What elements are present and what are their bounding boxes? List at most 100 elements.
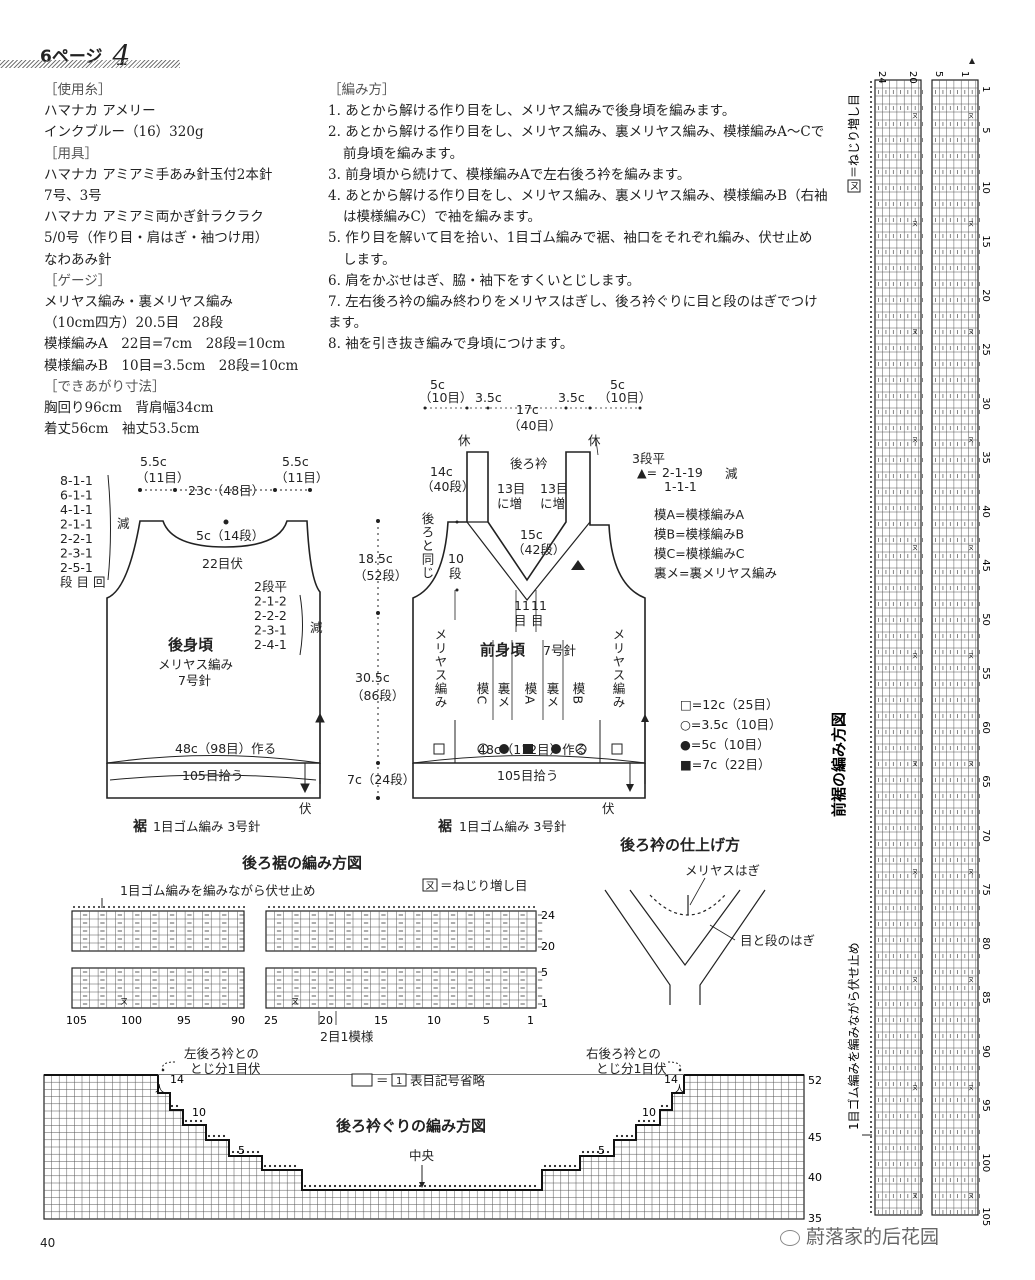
- instruction-step: 8. 袖を引き抜き編みで身頃につけます。: [328, 334, 828, 355]
- back-hem-col-label: 90: [231, 1014, 245, 1027]
- mid-a1: 11: [514, 598, 530, 613]
- front-hem-label: 1目ゴム編み 3号針: [459, 819, 567, 834]
- front-hem-row-label: 105: [980, 1207, 991, 1226]
- front-top-r-st: （10目）: [598, 390, 651, 405]
- front-side-left: メリヤス編み: [433, 628, 448, 709]
- neck-right-note-1: 右後ろ衿との: [586, 1046, 661, 1061]
- back-hem-row-label: 5: [541, 966, 548, 979]
- gauge-line: メリヤス編み・裏メリヤス編み: [44, 294, 233, 311]
- neck-step-label-l: 5: [238, 1144, 245, 1157]
- collar-finish-l2: 目と段のはぎ: [740, 933, 815, 948]
- svg-text:ㄡ: ㄡ: [968, 545, 974, 552]
- svg-text:人: 人: [155, 1084, 164, 1095]
- back-hem-col-label: 25: [264, 1014, 278, 1027]
- size-line: 胸回り96cm 背肩幅34cm: [44, 400, 214, 417]
- back-hem-bold: 裾: [133, 818, 147, 835]
- armhole-dec-row: 4-1-1: [60, 502, 93, 517]
- armhole-dec-row: 6-1-1: [60, 488, 93, 503]
- tools-title: ［用具］: [44, 145, 98, 162]
- instruction-step: 6. 肩をかぶせはぎ、脇・袖下をすくいとじします。: [328, 271, 828, 292]
- back-hem-col-label: 1: [527, 1014, 534, 1027]
- neck-right-note-2: とじ分1目伏: [596, 1061, 667, 1076]
- neck-left-note-2: とじ分1目伏: [190, 1061, 261, 1076]
- back-hem-col-label: 95: [177, 1014, 191, 1027]
- svg-text:ㄡ: ㄡ: [968, 653, 974, 660]
- side-dec-row: 2-4-1: [254, 637, 287, 652]
- step-number: 6.: [328, 272, 341, 289]
- mid-b1: 11: [531, 598, 547, 613]
- yarn-line: インクブルー（16）320g: [44, 124, 204, 141]
- size-line: 着丈56cm 袖丈53.5cm: [44, 421, 200, 438]
- back-hem-row-label: 20: [541, 940, 555, 953]
- front-hem-symbol: ＝ねじり増し目: [847, 94, 861, 178]
- svg-text:ㄡ: ㄡ: [968, 1085, 974, 1092]
- collar-height-rows: （40段）: [421, 479, 474, 494]
- front-hem-top-label: 5: [933, 71, 944, 77]
- back-body-title: 後身頃: [167, 636, 214, 654]
- svg-text:ㄡ: ㄡ: [912, 1193, 918, 1200]
- svg-text:人: 人: [675, 1084, 684, 1095]
- legend-abbrev: 模A=模様編みA: [654, 507, 745, 522]
- watermark-text: 蔚落家的后花园: [806, 1226, 940, 1248]
- back-hem-grid: [71, 910, 245, 952]
- watermark: 蔚落家的后花园: [780, 1222, 939, 1249]
- side-dec-label: 減: [310, 620, 323, 635]
- pattern-col-label: 模A: [523, 682, 538, 705]
- legend-mark: ●=5c（10目）: [680, 737, 770, 752]
- back-hem-col-label: 10: [427, 1014, 441, 1027]
- back-body-outline: [106, 520, 321, 764]
- front-top-l-st: （10目）: [419, 390, 472, 405]
- inc-r-2: に増: [540, 496, 565, 511]
- svg-text:ㄡ: ㄡ: [968, 1193, 974, 1200]
- front-center: 17c: [516, 402, 539, 417]
- step-text: 作り目を解いて目を拾い、1目ゴム編みで裾、袖口をそれぞれ編み、伏せ止め: [345, 230, 813, 247]
- neck-legend-tail: 表目記号省略: [410, 1073, 486, 1088]
- collar-finish-diagram: [604, 877, 766, 1005]
- svg-text:ㄡ: ㄡ: [912, 437, 918, 444]
- side-dec-row: 2-2-2: [254, 608, 287, 623]
- back-hem-col-label: 15: [374, 1014, 388, 1027]
- front-body-title: 前身頃: [480, 641, 526, 659]
- armhole-dec-row: 2-1-1: [60, 517, 93, 532]
- front-hem-row-label: 40: [980, 505, 991, 518]
- collar-finish-title: 後ろ衿の仕上げ方: [619, 836, 740, 854]
- header-hatch: [0, 60, 180, 68]
- front-hem-row-label: 85: [980, 991, 991, 1004]
- pattern-col-label: 裏メ: [545, 681, 560, 709]
- front-body-outline: [412, 451, 646, 764]
- front-hem-bold: 裾: [438, 818, 452, 835]
- front-gap-l: 3.5c: [475, 390, 502, 405]
- front-hem-row-label: 30: [980, 397, 991, 410]
- pattern-col-label: 模B: [571, 682, 586, 705]
- step-text: あとから解ける作り目をし、メリヤス編みで後身頃を編みます。: [345, 103, 736, 120]
- step-text: 前身頃から続けて、模様編みAで左右後ろ衿を編みます。: [345, 166, 691, 183]
- back-bind: 伏: [299, 801, 312, 816]
- rows10-a: 10: [448, 551, 464, 566]
- neck-row-label: 40: [808, 1171, 822, 1184]
- front-hem-symbol-char: ㄡ: [850, 181, 859, 192]
- svg-text:ㄡ: ㄡ: [912, 329, 918, 336]
- back-shoulder-l: 5.5c: [140, 454, 167, 469]
- gauge-title: ［ゲージ］: [44, 272, 112, 289]
- armhole-dec-row: 8-1-1: [60, 473, 93, 488]
- height-1-rows: （52段）: [354, 568, 407, 583]
- neck-row-label: 35: [808, 1212, 822, 1225]
- back-body-needle: 7号針: [178, 673, 211, 688]
- neck-step-label-r: 5: [598, 1144, 605, 1157]
- step-text: 袖を引き抜き編みで身頃につけます。: [345, 336, 574, 353]
- legend-abbrev: 裏メ=裏メリヤス編み: [654, 566, 777, 581]
- gauge-line: （10cm四方）20.5目 28段: [44, 315, 224, 332]
- yarn-title: ［使用糸］: [44, 82, 112, 98]
- front-hem-chart-title: 前裾の編み方図: [830, 712, 848, 817]
- front-bind-r: 休: [588, 433, 601, 448]
- mid-a2: 目: [514, 613, 527, 628]
- neck-step-label-l: 10: [192, 1106, 206, 1119]
- inc-l-1: 13目: [497, 481, 525, 496]
- back-hem-chart-note: 1目ゴム編みを編みながら伏せ止め: [120, 883, 315, 898]
- v-depth: 15c: [520, 527, 543, 542]
- inc-l-2: に増: [497, 496, 522, 511]
- neck-step-label-r: 14: [664, 1073, 678, 1086]
- step-number: 8.: [328, 336, 341, 353]
- back-hem-grid: [71, 967, 245, 1009]
- back-hem-col-label: 20: [319, 1014, 333, 1027]
